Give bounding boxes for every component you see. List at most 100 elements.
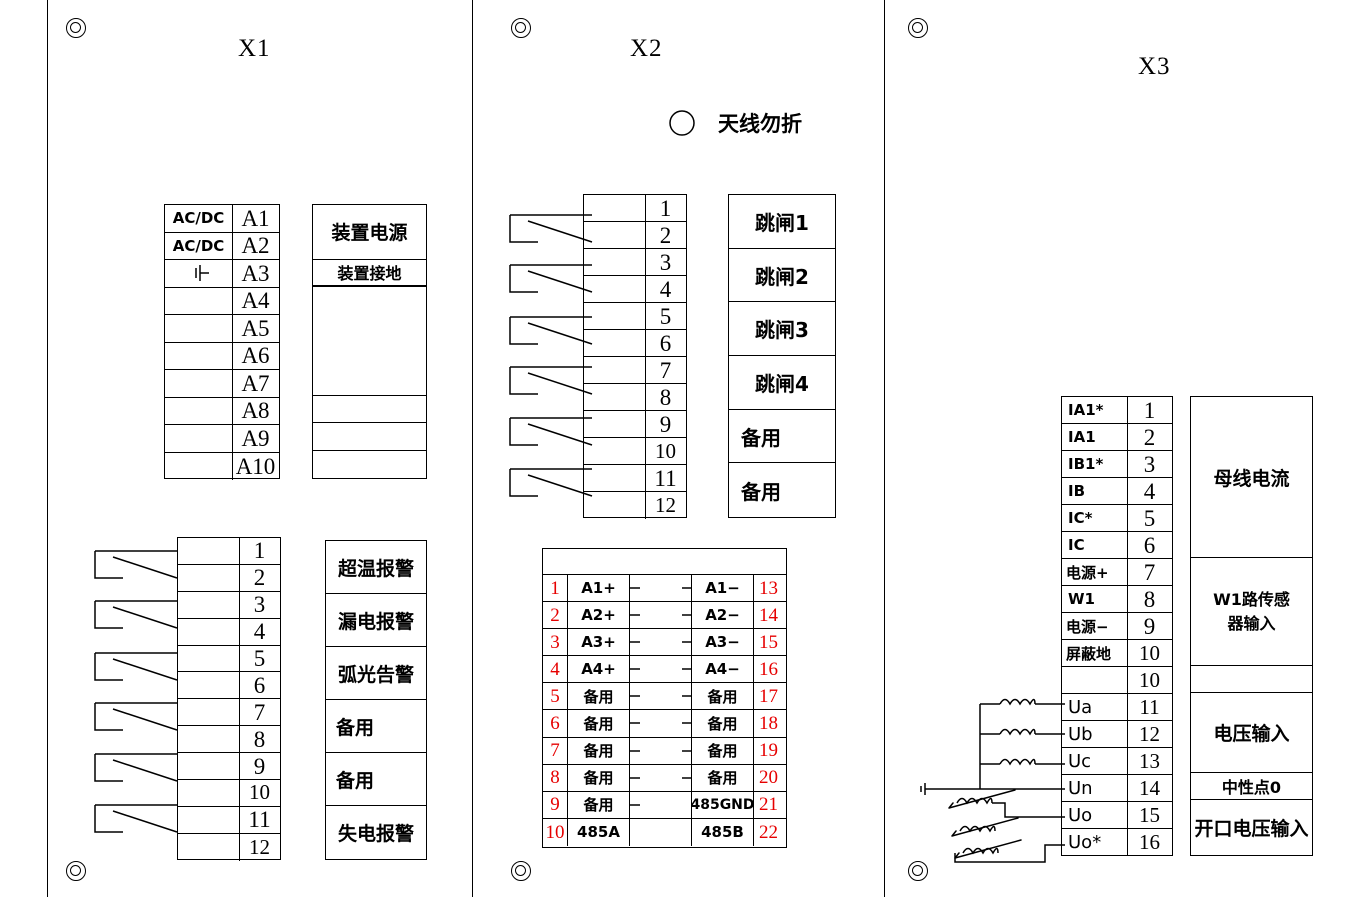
x2-io-rname-3: A4− (692, 656, 754, 683)
x2-trip-label-5: 备用 (741, 479, 781, 504)
x2-trip-terminal-table: 1 2 3 4 5 6 7 8 9 10 11 12 (583, 194, 687, 519)
x3-term-num-6: 7 (1143, 559, 1156, 585)
x2-io-rname-0: A1− (692, 575, 754, 602)
panel-x3: X3 (884, 0, 1372, 897)
x3-term-num-13: 13 (1139, 748, 1160, 773)
x3-voltage-transformer-wiring (905, 690, 1080, 863)
x2-io-link-3 (630, 656, 692, 683)
x2-trip-blank-6 (584, 357, 646, 383)
x3-term-num-4: 5 (1143, 505, 1156, 531)
x2-io-lnum-8: 9 (543, 791, 568, 818)
x1-relay-blank-3 (178, 618, 240, 645)
x3-term-name-16: Uo* (1062, 829, 1128, 856)
x3-term-num-14: 14 (1139, 775, 1160, 800)
x3-term-num-15: 15 (1139, 802, 1160, 827)
x1-relay-blank-0 (178, 538, 240, 564)
x1-relay-label-5: 失电报警 (337, 823, 414, 845)
x1-relay-num-8: 9 (253, 753, 266, 779)
x2-trip-num-10: 11 (654, 465, 677, 491)
x1-relay-num-10: 11 (248, 807, 271, 833)
x2-io-lname-7: 备用 (568, 764, 630, 791)
x2-trip-blank-8 (584, 411, 646, 437)
x2-trip-blank-9 (584, 438, 646, 464)
x2-io-link-4 (630, 683, 692, 710)
antenna-note-group: 天线勿折 (668, 108, 802, 138)
x3-group-label-box: 母线电流 W1路传感 器输入 电压输入 中性点0 开口电压输入 (1190, 396, 1313, 856)
x2-io-link-2 (630, 629, 692, 656)
x3-term-name-0: IA1* (1062, 397, 1128, 423)
x3-group-label-1: W1路传感 器输入 (1191, 558, 1312, 666)
x1-relay-num-11: 12 (249, 834, 270, 859)
x2-relay-contacts (509, 207, 600, 517)
x2-io-rname-5: 备用 (692, 710, 754, 737)
x1-power-num-4: A5 (241, 315, 270, 341)
x1-power-label-0: 装置电源 (313, 205, 426, 260)
x1-power-left-1: AC/DC (165, 232, 233, 259)
x3-term-num-2: 3 (1143, 451, 1156, 477)
x3-term-num-0: 1 (1143, 397, 1156, 423)
x1-power-left-3 (165, 287, 233, 314)
x2-trip-num-4: 5 (659, 303, 672, 329)
x2-trip-blank-3 (584, 276, 646, 302)
x2-trip-label-2: 跳闸3 (729, 302, 835, 357)
x2-trip-num-1: 2 (659, 222, 672, 248)
x2-trip-blank-5 (584, 330, 646, 356)
screw-icon-x1-top (66, 18, 86, 38)
x2-io-rname-6: 备用 (692, 737, 754, 764)
x2-io-lname-8: 备用 (568, 791, 630, 818)
x1-relay-num-2: 3 (253, 592, 266, 618)
x2-trip-label-box: 跳闸1 跳闸2 跳闸3 跳闸4 备用 备用 (728, 194, 836, 518)
x2-trip-blank-10 (584, 465, 646, 491)
x2-io-lnum-1: 2 (543, 602, 568, 629)
x3-group-label-3: 电压输入 (1191, 693, 1312, 774)
x2-trip-num-11: 12 (655, 493, 676, 517)
x2-io-rnum-3: 16 (759, 658, 778, 680)
x2-trip-label-1: 跳闸2 (729, 249, 835, 303)
x2-io-lname-3: A4+ (568, 656, 630, 683)
x1-power-num-1: A2 (241, 233, 270, 259)
x1-relay-label-4: 备用 (326, 753, 426, 806)
x2-trip-num-8: 9 (659, 411, 672, 437)
x3-term-num-1: 2 (1143, 424, 1156, 450)
x3-term-num-7: 8 (1143, 586, 1156, 612)
x1-relay-terminal-table: 1 2 3 4 5 6 7 8 9 10 11 12 (177, 537, 281, 861)
x3-term-name-5: IC (1062, 532, 1128, 558)
x1-relay-num-5: 6 (253, 672, 266, 698)
x2-trip-num-0: 1 (659, 195, 672, 221)
x2-trip-num-2: 3 (659, 249, 672, 275)
x2-io-rnum-5: 18 (759, 713, 778, 735)
antenna-note-text: 天线勿折 (718, 112, 802, 136)
x2-io-lnum-0: 1 (543, 575, 568, 602)
x1-power-num-0: A1 (241, 205, 270, 231)
x1-relay-blank-5 (178, 672, 240, 699)
x1-power-left-5 (165, 342, 233, 369)
x2-io-lnum-6: 7 (543, 737, 568, 764)
x3-term-num-11: 11 (1139, 694, 1160, 719)
x3-term-name-15: Uo (1062, 802, 1128, 828)
x3-group-label-2 (1191, 666, 1312, 693)
x2-io-lnum-3: 4 (543, 656, 568, 683)
x1-power-label-4 (313, 423, 426, 451)
x2-trip-num-3: 4 (659, 276, 672, 302)
x3-term-name-12: Ub (1062, 721, 1128, 747)
x2-io-link-5 (630, 710, 692, 737)
x1-power-num-9: A10 (235, 453, 276, 479)
x2-io-lname-0: A1+ (568, 575, 630, 602)
x1-relay-label-3: 备用 (326, 700, 426, 753)
x1-power-left-7 (165, 397, 233, 424)
x1-relay-blank-4 (178, 645, 240, 672)
x2-io-rnum-6: 19 (759, 740, 778, 762)
x1-power-label-1: 装置接地 (313, 260, 426, 287)
x1-relay-contacts (94, 543, 185, 853)
x1-power-left-9 (165, 452, 233, 480)
x1-power-label-3 (313, 396, 426, 424)
screw-icon-x3-top (908, 18, 928, 38)
x1-power-num-5: A6 (241, 343, 270, 369)
x2-io-rname-1: A2− (692, 602, 754, 629)
x2-io-link-8 (630, 791, 692, 818)
x2-io-lnum-5: 6 (543, 710, 568, 737)
x2-trip-blank-1 (584, 222, 646, 248)
